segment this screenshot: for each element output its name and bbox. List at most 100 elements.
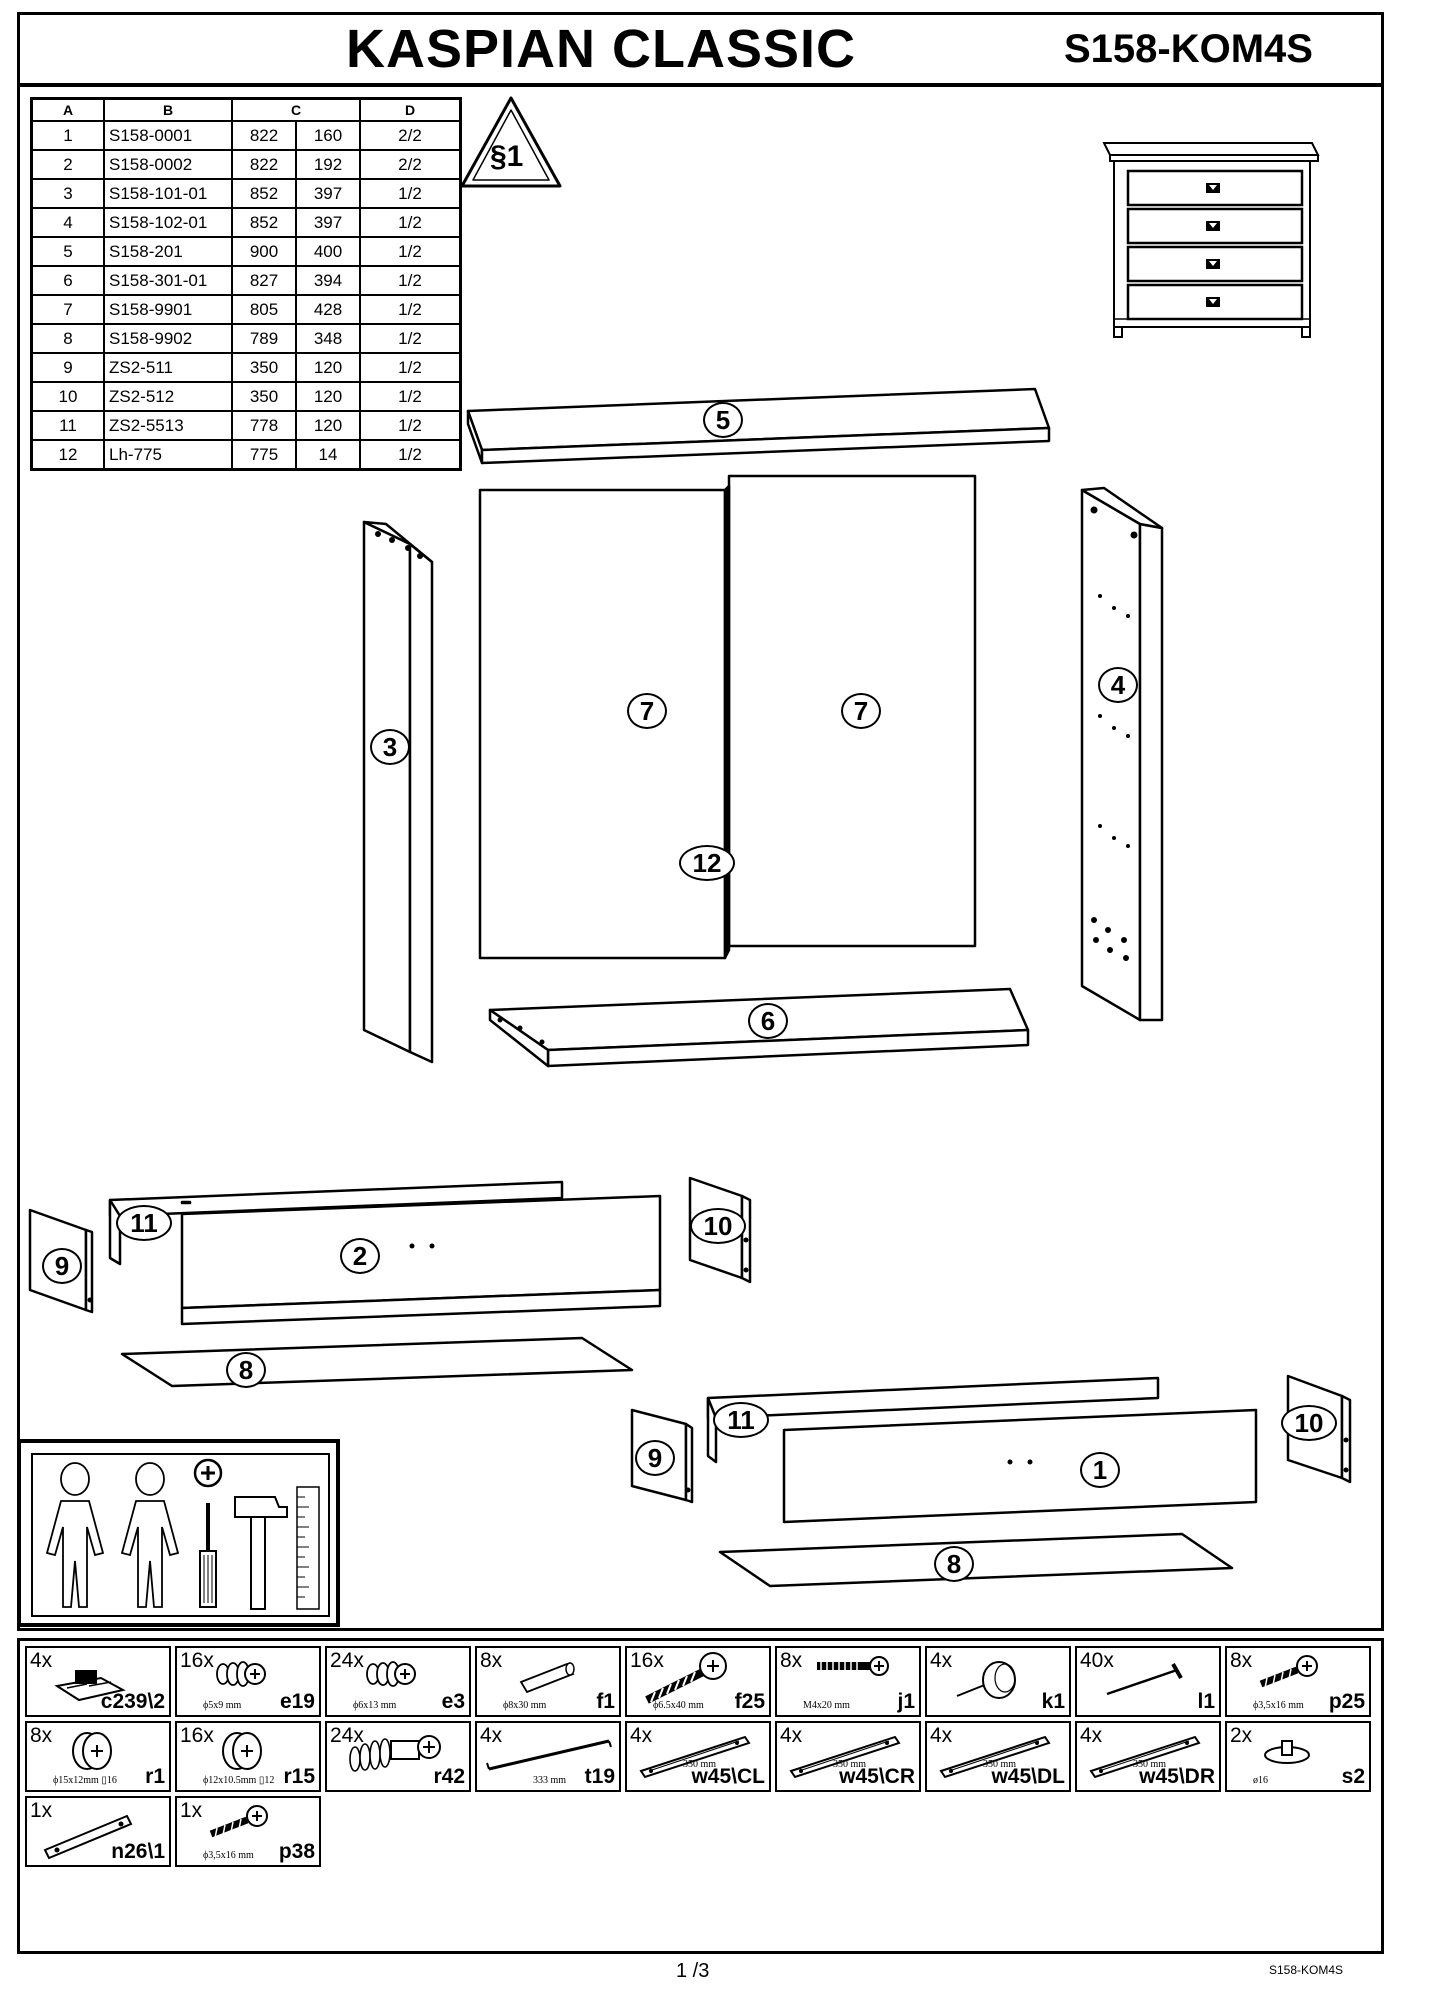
hardware-item: 1x n26\1 — [25, 1796, 171, 1867]
hardware-code: e3 — [441, 1690, 465, 1713]
table-cell: S158-102-01 — [103, 207, 233, 238]
table-cell: 400 — [295, 236, 361, 267]
hardware-code: e19 — [279, 1690, 315, 1713]
main-frame — [17, 84, 1384, 1631]
table-cell: 394 — [295, 265, 361, 296]
hardware-qty: 40x — [1080, 1649, 1114, 1672]
hardware-qty: 24x — [330, 1649, 364, 1672]
table-cell: 11 — [30, 410, 105, 441]
table-cell: 2/2 — [359, 120, 462, 151]
hardware-qty: 4x — [630, 1724, 653, 1747]
callout-part-10: 10 — [1281, 1405, 1337, 1441]
table-cell: 160 — [295, 120, 361, 151]
hardware-code: j1 — [897, 1690, 915, 1713]
hardware-code: s2 — [1341, 1765, 1365, 1788]
person-icon — [120, 1462, 180, 1608]
table-cell: S158-301-01 — [103, 265, 233, 296]
table-cell: 852 — [231, 178, 297, 209]
table-cell: ZS2-511 — [103, 352, 233, 383]
hardware-qty: 16x — [630, 1649, 664, 1672]
callout-part-6: 6 — [748, 1003, 788, 1039]
wood-dowel-icon — [519, 1662, 575, 1694]
cam-plate-icon — [54, 1670, 126, 1702]
table-cell: 822 — [231, 120, 297, 151]
hardware-qty: 8x — [30, 1724, 53, 1747]
table-cell: S158-0002 — [103, 149, 233, 180]
hardware-code: k1 — [1041, 1690, 1065, 1713]
callout-part-10: 10 — [690, 1208, 746, 1244]
cam-lock-icon — [72, 1732, 112, 1770]
hardware-code: f1 — [596, 1690, 615, 1713]
table-cell: 120 — [295, 381, 361, 412]
hardware-spec: 350 mm — [1133, 1759, 1167, 1770]
hardware-qty: 1x — [30, 1799, 53, 1822]
hardware-spec: ϕ6x13 mm — [353, 1700, 397, 1711]
table-cell: 8 — [30, 323, 105, 354]
cam-lock-icon — [222, 1732, 262, 1770]
table-cell: 822 — [231, 149, 297, 180]
dowel-anchor-icon — [216, 1661, 266, 1687]
table-cell: 4 — [30, 207, 105, 238]
table-cell: 3 — [30, 178, 105, 209]
callout-part-4: 4 — [1098, 667, 1138, 703]
table-cell: 6 — [30, 265, 105, 296]
drawers-exploded-view — [28, 1176, 1352, 1588]
table-cell: 1/2 — [359, 178, 462, 209]
table-cell: 1/2 — [359, 381, 462, 412]
hardware-spec: ϕ3,5x16 mm — [203, 1850, 254, 1861]
back-strip-icon — [486, 1739, 612, 1771]
ruler-icon — [296, 1486, 320, 1610]
drawer-slide-icon — [639, 1735, 751, 1779]
callout-part-7-left: 7 — [627, 693, 667, 729]
hardware-code: n26\1 — [111, 1840, 165, 1863]
hardware-spec: ϕ6.5x40 mm — [653, 1700, 704, 1711]
table-cell: S158-0001 — [103, 120, 233, 151]
table-cell: 5 — [30, 236, 105, 267]
table-cell: 2 — [30, 149, 105, 180]
carcass-exploded-view — [362, 387, 1164, 1068]
table-cell: ZS2-5513 — [103, 410, 233, 441]
hardware-spec: M4x20 mm — [803, 1700, 850, 1711]
table-cell: 12 — [30, 439, 105, 471]
table-cell: 1/2 — [359, 207, 462, 238]
hardware-spec: 350 mm — [833, 1759, 867, 1770]
product-title: KASPIAN CLASSIC — [346, 19, 857, 79]
table-cell: 1/2 — [359, 410, 462, 441]
hardware-qty: 1x — [180, 1799, 203, 1822]
hardware-qty: 8x — [1230, 1649, 1253, 1672]
drawer-slide-icon — [1089, 1735, 1201, 1779]
hardware-code: p25 — [1328, 1690, 1365, 1713]
furniture-glide-icon — [956, 1661, 1016, 1699]
hardware-item: 40x l1 — [1075, 1646, 1221, 1717]
table-cell: 9 — [30, 352, 105, 383]
table-cell: 1/2 — [359, 352, 462, 383]
table-cell: 192 — [295, 149, 361, 180]
hardware-code: l1 — [1197, 1690, 1215, 1713]
table-cell: S158-9901 — [103, 294, 233, 325]
hardware-spec: ϕ5x9 mm — [203, 1700, 242, 1711]
table-cell: 900 — [231, 236, 297, 267]
table-cell: 397 — [295, 207, 361, 238]
hardware-spec: 333 mm — [533, 1775, 567, 1786]
hardware-qty: 2x — [1230, 1724, 1253, 1747]
hardware-spec: ϕ3,5x16 mm — [1253, 1700, 1304, 1711]
table-cell: 1/2 — [359, 439, 462, 471]
